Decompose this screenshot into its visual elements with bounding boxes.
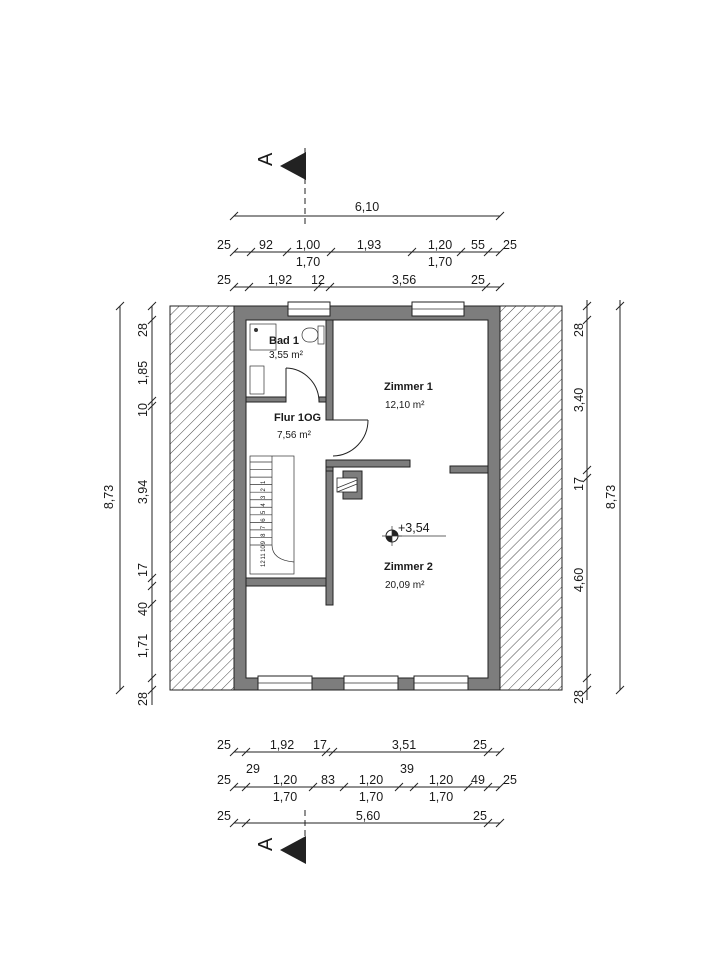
room-labels: Bad 1 3,55 m² Flur 1OG 7,56 m² Zimmer 1 … — [269, 335, 433, 591]
stair-step-number: 10 — [261, 545, 267, 552]
elevation-label: +3,54 — [398, 521, 430, 535]
dim-top-overall: 6,10 — [355, 200, 379, 214]
roof-slope-left — [169, 305, 235, 691]
dim-left-seg-4: 17 — [136, 563, 150, 577]
dim-bottom-r1-3: 3,51 — [392, 738, 416, 752]
stair-step-number: 2 — [261, 488, 267, 492]
dim-top-r2-6: 25 — [503, 238, 517, 252]
dim-left-seg-2: 10 — [136, 403, 150, 417]
dim-bottom-r1-sub-0: 29 — [246, 762, 260, 776]
doors — [285, 367, 369, 457]
dim-top-r3-1: 1,92 — [268, 273, 292, 287]
room-name-flur: Flur 1OG — [274, 412, 321, 424]
dim-bottom-r2-3: 1,20 — [359, 773, 383, 787]
dim-right-seg-0: 28 — [572, 323, 586, 337]
dim-top-r2-1: 92 — [259, 238, 273, 252]
dim-top-r2-sub-0: 1,70 — [296, 255, 320, 269]
stair-step-number: 6 — [261, 518, 267, 522]
dim-bottom-r1-2: 17 — [313, 738, 327, 752]
dim-bottom-r2-0: 25 — [217, 773, 231, 787]
dim-top-r2-4: 1,20 — [428, 238, 452, 252]
dim-right-seg-2: 17 — [572, 477, 586, 491]
dim-bottom-r2-1: 1,20 — [273, 773, 297, 787]
dim-top-r3-3: 3,56 — [392, 273, 416, 287]
dim-top-r2-5: 55 — [471, 238, 485, 252]
dim-bottom-r2-5: 49 — [471, 773, 485, 787]
section-arrow-icon — [280, 152, 306, 180]
section-marker-bottom: A — [255, 810, 306, 864]
dim-bottom-r2-sub-2: 1,70 — [429, 790, 453, 804]
dim-bottom-r2-2: 83 — [321, 773, 335, 787]
stair-step-number: 9 — [261, 540, 267, 544]
shower-tray — [249, 323, 277, 351]
room-name-zimmer2: Zimmer 2 — [384, 561, 433, 573]
room-area-zimmer2: 20,09 m² — [385, 580, 425, 591]
roof-slope-right — [499, 305, 563, 691]
dim-right-seg-1: 3,40 — [572, 388, 586, 412]
dim-bottom-r1-sub-1: 39 — [400, 762, 414, 776]
dim-left-seg-5: 40 — [136, 602, 150, 616]
dim-left-seg-7: 28 — [136, 692, 150, 706]
dim-top-r2-0: 25 — [217, 238, 231, 252]
dim-bottom-overall-1: 5,60 — [356, 809, 380, 823]
stair-step-number: 11 — [261, 553, 267, 560]
elevation-marker: +3,54 — [382, 521, 446, 546]
washbasin — [249, 365, 265, 395]
dim-bottom-overall-0: 25 — [217, 809, 231, 823]
dim-bottom-r1-1: 1,92 — [270, 738, 294, 752]
stair-step-number: 3 — [261, 495, 267, 499]
staircase — [249, 455, 295, 575]
top-dimensions: 6,10 25 92 1,00 1,93 1,20 55 25 1,70 1,7… — [217, 200, 517, 292]
dim-left-seg-3: 3,94 — [136, 480, 150, 504]
room-area-flur: 7,56 m² — [277, 430, 312, 441]
dim-bottom-overall-2: 25 — [473, 809, 487, 823]
dim-top-r3-0: 25 — [217, 273, 231, 287]
dim-bottom-r2-sub-0: 1,70 — [273, 790, 297, 804]
dim-top-r3-2: 12 — [311, 273, 325, 287]
dim-bottom-r1-4: 25 — [473, 738, 487, 752]
dim-right-seg-4: 28 — [572, 690, 586, 704]
dim-bottom-r2-6: 25 — [503, 773, 517, 787]
stair-details — [336, 477, 358, 493]
dim-left-seg-6: 1,71 — [136, 634, 150, 658]
stair-step-number: 5 — [261, 510, 267, 514]
stair-step-number: 12 — [261, 560, 267, 567]
windows — [257, 301, 469, 691]
dim-top-r2-sub-1: 1,70 — [428, 255, 452, 269]
stair-step-number: 8 — [261, 533, 267, 537]
room-name-zimmer1: Zimmer 1 — [384, 381, 433, 393]
section-label-bottom: A — [255, 837, 277, 851]
dim-top-r3-4: 25 — [471, 273, 485, 287]
dim-top-r2-2: 1,00 — [296, 238, 320, 252]
bathroom-fixtures — [249, 323, 325, 395]
left-dimensions: 8,73 28 1,85 10 3,94 17 40 1,71 28 — [102, 301, 157, 706]
section-label-top: A — [255, 152, 277, 166]
room-area-bad: 3,55 m² — [269, 350, 304, 361]
right-dimensions: 28 3,40 17 4,60 28 8,73 — [572, 300, 625, 704]
stair-step-number: 1 — [261, 480, 267, 484]
dim-bottom-r2-sub-1: 1,70 — [359, 790, 383, 804]
section-arrow-icon — [280, 836, 306, 864]
section-marker-top: A — [255, 148, 306, 225]
dim-left-overall: 8,73 — [102, 485, 116, 509]
dim-left-seg-1: 1,85 — [136, 361, 150, 385]
stair-step-number: 4 — [261, 503, 267, 507]
toilet — [301, 327, 319, 343]
bottom-dimensions: 25 1,92 17 3,51 25 29 39 25 1,20 83 1,20… — [217, 738, 517, 828]
walls — [233, 305, 501, 691]
dim-top-r2-3: 1,93 — [357, 238, 381, 252]
dim-bottom-r2-4: 1,20 — [429, 773, 453, 787]
dim-right-seg-3: 4,60 — [572, 568, 586, 592]
dim-right-overall: 8,73 — [604, 485, 618, 509]
room-area-zimmer1: 12,10 m² — [385, 400, 425, 411]
room-name-bad: Bad 1 — [269, 335, 299, 347]
stair-step-number: 7 — [261, 525, 267, 529]
dim-bottom-r1-0: 25 — [217, 738, 231, 752]
dim-left-seg-0: 28 — [136, 323, 150, 337]
